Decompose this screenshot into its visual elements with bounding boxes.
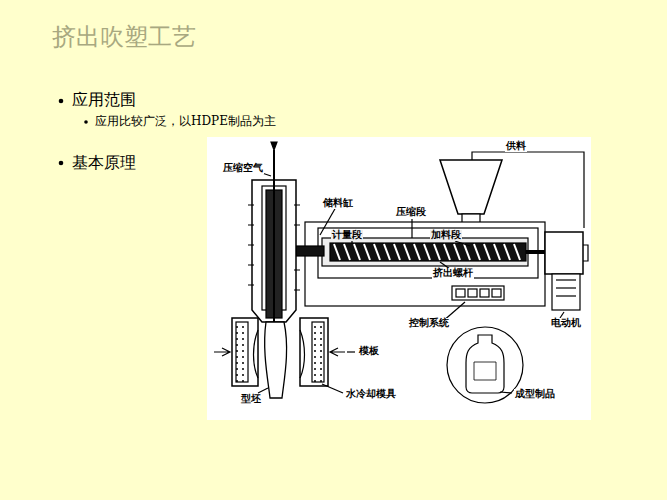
bullet-text: 应用范围: [72, 91, 136, 109]
part-label: 压缩段: [395, 207, 427, 218]
part-label: 挤出螺杆: [432, 268, 474, 279]
part-label: 成型制品: [514, 389, 556, 400]
machine-drawing: [214, 142, 588, 403]
part-label: 水冷却模具: [345, 389, 397, 400]
part-label: 电动机: [550, 318, 582, 329]
part-label: 控制系统: [408, 318, 450, 329]
bullet-text: 基本原理: [72, 154, 136, 172]
diagram-panel: [207, 137, 591, 420]
part-label: 型坯: [240, 394, 262, 405]
part-label: 压缩空气: [222, 163, 264, 174]
part-label: 供料: [505, 141, 527, 152]
part-label: 加料段: [430, 230, 462, 241]
part-label: 模板: [358, 346, 380, 357]
bullet-text: 应用比较广泛，以HDPE制品为主: [95, 115, 276, 129]
part-label: 储料缸: [322, 198, 354, 209]
part-label: 计量段: [331, 230, 363, 241]
slide-title: 挤出吹塑工艺: [52, 24, 196, 52]
